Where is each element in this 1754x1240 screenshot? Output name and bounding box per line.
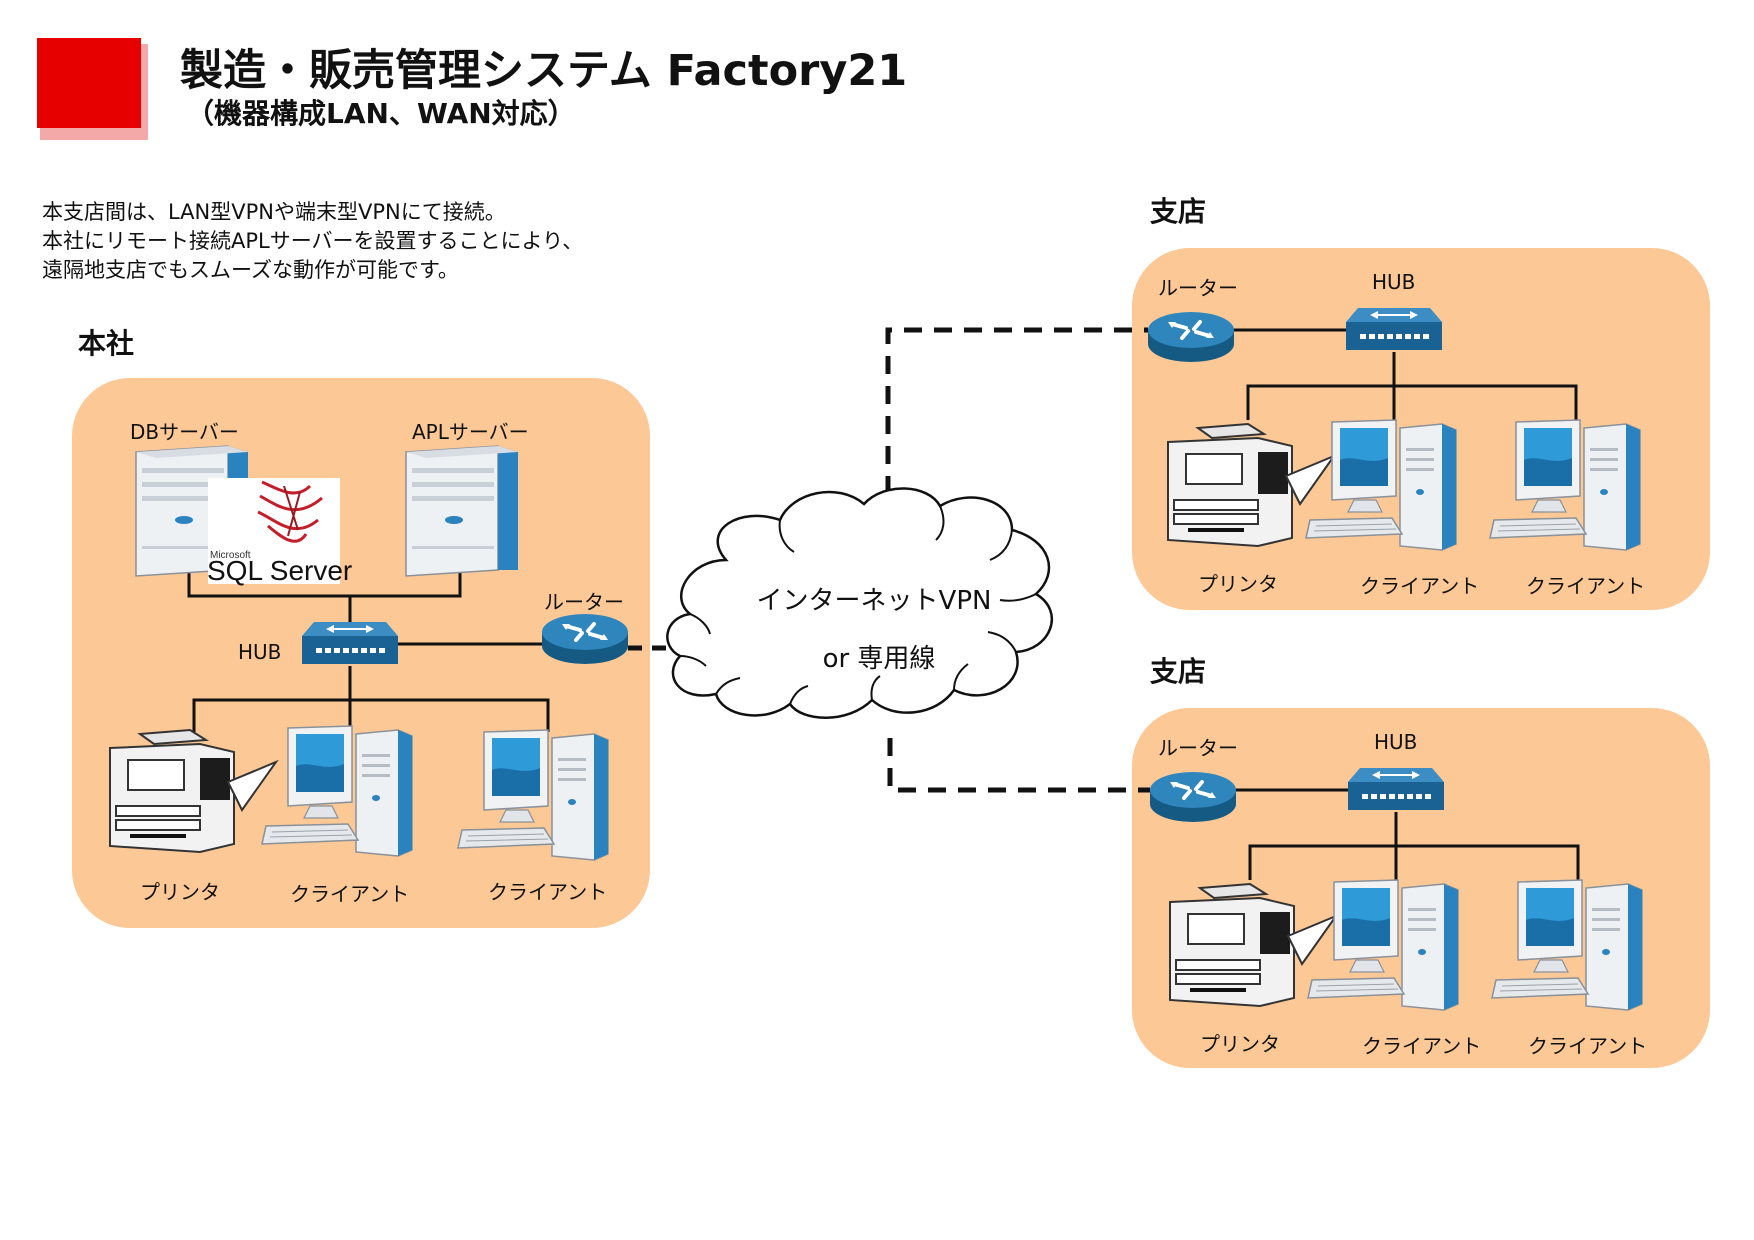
branch1-client1-label: クライアント <box>1360 574 1480 598</box>
logo-mark <box>37 38 141 128</box>
honsha-printer-icon <box>108 728 278 854</box>
branch1-printer-label: プリンタ <box>1198 572 1278 596</box>
branch2-hub-label: HUB <box>1374 730 1418 754</box>
branch2-client1-label: クライアント <box>1362 1034 1482 1058</box>
branch1-hub-icon <box>1345 307 1443 351</box>
internet-cloud <box>666 487 1054 719</box>
page-title: 製造・販売管理システム Factory21 <box>180 46 908 96</box>
branch2-client1-icon <box>1307 879 1459 1011</box>
branch2-printer-label: プリンタ <box>1200 1032 1280 1056</box>
branch1-client1-icon <box>1305 419 1457 551</box>
branch1-client2-icon <box>1489 419 1641 551</box>
honsha-hub-label: HUB <box>238 640 282 664</box>
apl-server-label: APLサーバー <box>412 420 529 444</box>
branch2-title: 支店 <box>1150 655 1207 688</box>
svg-text:Microsoft: Microsoft <box>210 550 251 561</box>
honsha-router-label: ルーター <box>544 590 624 614</box>
apl-server-icon <box>405 445 519 577</box>
svg-text:SQL Server: SQL Server <box>207 555 352 586</box>
honsha-client1-label: クライアント <box>290 882 410 906</box>
branch1-client2-label: クライアント <box>1526 574 1646 598</box>
branch1-title: 支店 <box>1150 195 1207 228</box>
branch1-router-icon <box>1146 310 1236 364</box>
page-subtitle: （機器構成LAN、WAN対応） <box>186 97 576 130</box>
branch2-hub-icon <box>1347 767 1445 811</box>
branch2-router-icon <box>1148 770 1238 824</box>
wan-link-branch2 <box>887 738 1150 793</box>
wan-link-branch1 <box>885 327 1148 524</box>
description-line: 本支店間は、LAN型VPNや端末型VPNにて接続。 <box>42 200 506 224</box>
description-line: 遠隔地支店でもスムーズな動作が可能です。 <box>42 258 459 282</box>
description-line: 本社にリモート接続APLサーバーを設置することにより、 <box>42 229 584 253</box>
server-link <box>187 562 462 598</box>
branch2-client2-icon <box>1491 879 1643 1011</box>
cloud-label-line1: インターネットVPN <box>756 586 992 616</box>
honsha-client2-icon <box>457 729 609 861</box>
branch2-client2-label: クライアント <box>1528 1034 1648 1058</box>
honsha-hub-icon <box>301 621 399 665</box>
db-server-label: DBサーバー <box>130 420 239 444</box>
honsha-title: 本社 <box>78 327 135 360</box>
honsha-printer-label: プリンタ <box>140 880 220 904</box>
branch2-router-label: ルーター <box>1158 736 1238 760</box>
honsha-client1-icon <box>261 725 413 857</box>
honsha-client2-label: クライアント <box>488 880 608 904</box>
description: 本支店間は、LAN型VPNや端末型VPNにて接続。 本社にリモート接続APLサー… <box>42 198 583 285</box>
cloud-label-line2: or 専用線 <box>822 644 936 674</box>
branch1-hub-label: HUB <box>1372 270 1416 294</box>
honsha-router-icon <box>540 612 630 666</box>
sql-server-logo: Microsoft SQL Server <box>207 478 352 586</box>
branch1-router-label: ルーター <box>1158 276 1238 300</box>
